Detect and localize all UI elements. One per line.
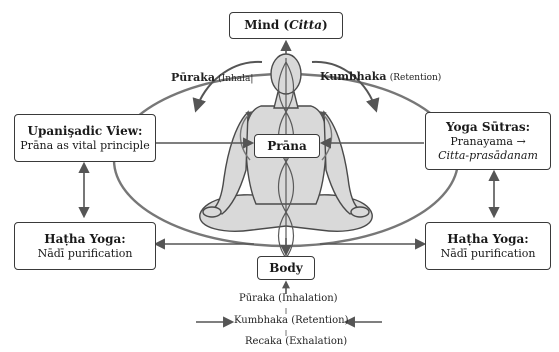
hatha-left-title: Haṭha Yoga: (44, 232, 125, 247)
prana-box: Prāna (254, 134, 320, 158)
pranayama-text: Pranayama (450, 135, 513, 148)
yoga-sutras-line1: Pranayama → (450, 135, 525, 149)
upanishadic-subtitle: Prāna as vital principle (20, 139, 149, 153)
top-kumbhaka-term: Kumbhaka (320, 70, 387, 83)
top-puraka-note: (Inhala| (218, 74, 253, 84)
cycle-puraka-label: Pūraka (Inhalation) (239, 293, 338, 304)
mind-box: Mind (Citta) (229, 12, 343, 39)
cycle-puraka-note: (Inhalation) (278, 293, 337, 304)
top-kumbhaka-label: Kumbhaka (Retention) (320, 70, 441, 83)
top-puraka-term: Pūraka (171, 71, 215, 84)
hatha-left-subtitle: Nādī purification (38, 247, 133, 261)
hatha-yoga-right-box: Haṭha Yoga: Nādī purification (425, 222, 551, 270)
cycle-puraka-term: Pūraka (239, 293, 275, 304)
mind-label: Mind (Citta) (244, 18, 327, 33)
cycle-kumbhaka-label: Kumbhaka (Retention) (234, 315, 349, 326)
mind-suffix: ) (322, 18, 328, 32)
cycle-recaka-label: Recaka (Exhalation) (245, 336, 347, 347)
figure-right-hand (351, 207, 369, 217)
yoga-sutras-title: Yoga Sūtras: (446, 120, 530, 135)
top-puraka-label: Pūraka (Inhala| (171, 71, 253, 84)
upanishadic-view-box: Upanişadic View: Prāna as vital principl… (14, 114, 156, 162)
cycle-recaka-note: (Exhalation) (285, 336, 347, 347)
figure-left-hand (203, 207, 221, 217)
cycle-recaka-term: Recaka (245, 336, 282, 347)
prana-label: Prāna (267, 139, 307, 154)
yoga-sutras-box: Yoga Sūtras: Pranayama → Citta-prasādana… (425, 112, 551, 170)
body-label: Body (269, 261, 303, 276)
hatha-right-subtitle: Nādī purification (441, 247, 536, 261)
hatha-right-title: Haṭha Yoga: (447, 232, 528, 247)
top-kumbhaka-note: (Retention) (390, 73, 442, 83)
yoga-sutras-line2: Citta-prasādanam (438, 149, 538, 163)
cycle-kumbhaka-term: Kumbhaka (234, 315, 288, 326)
hatha-yoga-left-box: Haṭha Yoga: Nādī purification (14, 222, 156, 270)
inhale-curve-arrow (196, 62, 262, 110)
cycle-kumbhaka-note: (Retention) (291, 315, 348, 326)
mind-term: Citta (289, 18, 322, 32)
mind-prefix: Mind ( (244, 18, 289, 32)
body-box: Body (257, 256, 315, 280)
arrow-right-icon: → (516, 135, 525, 148)
upanishadic-title: Upanişadic View: (28, 124, 143, 139)
